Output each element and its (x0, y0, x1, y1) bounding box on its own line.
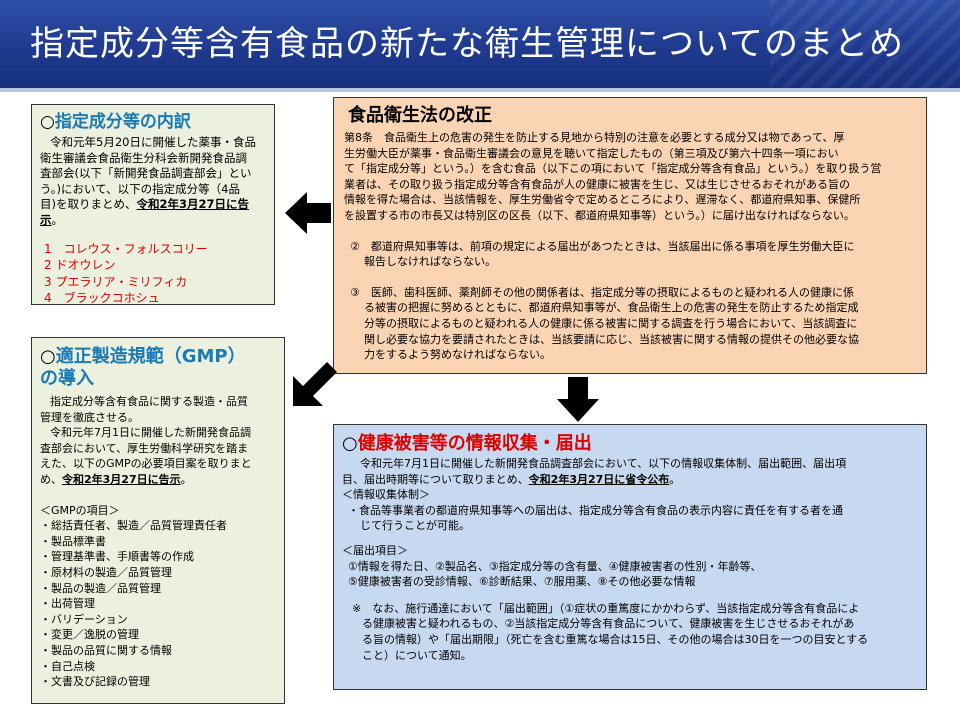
list-item: ・出荷管理 (40, 597, 95, 611)
body-line: 令和元年5月20日に開催した薬事・食品 (50, 135, 256, 149)
food-sanitation-act-heading: 食品衛生法の改正 (348, 105, 492, 126)
designated-ingredients-title: 指定成分等の内訳 (54, 112, 191, 132)
gmp-heading: ○適正製造規範（GMP） (40, 346, 278, 368)
list-item: ・原材料の製造／品質管理 (40, 565, 172, 579)
gmp-items-title: ＜GMPの項目＞ (40, 503, 120, 517)
note-line: る旨の情報）や「届出期限」（死亡を含む重篤な場合は15日、その他の場合は30日を… (362, 632, 869, 646)
arrow-left-icon (285, 192, 331, 234)
health-damage-intro: 令和元年7月1日に開催した新開発食品調査部会において、以下の情報収集体制、届出範… (342, 456, 918, 534)
list-item: ・文書及び記録の管理 (40, 675, 150, 689)
notification-date: 令和2年3月27日に告示 (62, 472, 181, 486)
body-line: 衛生審議会食品衛生分科会新開発食品調 (40, 150, 247, 165)
list-item: ・製品の製造／品質管理 (40, 581, 161, 595)
list-item: 2 ドオウレン (44, 258, 116, 273)
title-bar-pattern (770, 0, 960, 88)
list-item: ・変更／逸脱の管理 (40, 628, 139, 642)
body-line: 査部会(以下「新開発食品調査部会」とい (40, 166, 252, 181)
health-damage-heading: ○健康被害等の情報収集・届出 (342, 433, 918, 455)
article-line: 第8条 食品衛生上の危害の発生を防止する見地から特別の注意を必要とする成分又は物… (344, 131, 845, 144)
note-line: ※ なお、施行通達において「届出範囲」（①症状の重篤度にかかわらず、当該指定成分… (352, 601, 860, 615)
designated-ingredients-heading: ○指定成分等の内訳 (40, 111, 268, 133)
system-title: ＜情報収集体制＞ (342, 488, 430, 502)
designated-ingredients-body: 令和元年5月20日に開催した薬事・食品 衛生審議会食品衛生分科会新開発食品調 査… (40, 135, 268, 229)
gmp-box: ○適正製造規範（GMP） の導入 指定成分等含有食品に関する製造・品質 管理を徹… (31, 337, 285, 704)
list-item: ・総括責任者、製造／品質管理責任者 (40, 519, 227, 533)
list-item: ・自己点検 (40, 659, 95, 673)
body-text: 。 (180, 472, 192, 486)
article-line: を設置する市の市長又は特別区の区長（以下、都道府県知事等）という。）に届け出なけ… (344, 208, 855, 222)
gmp-title-line1: 適正製造規範（GMP） (55, 346, 246, 367)
list-item: ・製品標準書 (40, 534, 106, 548)
page-title: 指定成分等含有食品の新たな衛生管理についてのまとめ (30, 24, 904, 64)
article-line: 報告しなければならない。 (364, 255, 496, 269)
body-line-last: 目、届出時期等について取りまとめ、令和2年3月27日に省令公布。 (342, 472, 918, 488)
body-line-last: 目)を取りまとめ、令和2年3月27日に告示。 (40, 197, 268, 228)
gmp-title-line2: の導入 (40, 368, 94, 389)
list-item: 1 コレウス・フォルスコリー (44, 241, 208, 256)
body-text: 目)を取りまとめ、 (40, 197, 137, 212)
body-line: 指定成分等含有食品に関する製造・品質 (50, 395, 248, 408)
designated-ingredients-list: 1 コレウス・フォルスコリー 2 ドオウレン 3 プエラリア・ミリフィカ 4 ブ… (40, 241, 268, 305)
article-line: ③ 医師、歯科医師、薬剤師その他の関係者は、指定成分等の摂取によるものと疑われる… (350, 285, 854, 299)
body-line: えた、以下のGMPの必要項目案を取りまと (40, 457, 252, 471)
article-8-text: 第8条 食品衛生上の危害の発生を防止する見地から特別の注意を必要とする成分又は物… (344, 130, 918, 224)
list-item: ・製品の品質に関する情報 (40, 643, 172, 657)
bullet-circle: ○ (342, 433, 358, 454)
reporting-items: ＜届出項目＞ ①情報を得た日、②製品名、③指定成分等の含有量、④健康被害者の性別… (342, 543, 918, 590)
bullet-circle: ○ (40, 346, 56, 367)
list-item: ・管理基準書、手順書等の作成 (40, 550, 194, 564)
body-line: じて行うことが可能。 (360, 519, 470, 533)
body-line: 令和元年7月1日に開催した新開発食品調査部会において、以下の情報収集体制、届出範… (360, 457, 847, 470)
body-text: め、 (40, 472, 62, 486)
title-bar-underline (0, 88, 960, 92)
items-title: ＜届出項目＞ (342, 543, 408, 557)
notification-date: 令和2年3月27日に告示 (40, 197, 250, 227)
health-damage-title: 健康被害等の情報収集・届出 (357, 433, 592, 454)
body-line: 管理を徹底させる。 (40, 410, 139, 424)
body-line: ①情報を得た日、②製品名、③指定成分等の含有量、④健康被害者の性別・年齢等、 (348, 559, 762, 573)
designated-ingredients-box: ○指定成分等の内訳 令和元年5月20日に開催した薬事・食品 衛生審議会食品衛生分… (31, 104, 275, 305)
article-line: る被害の把握に努めるとともに、都道府県知事等が、食品衛生上の危害の発生を防止する… (364, 301, 859, 315)
ordinance-date: 令和2年3月27日に省令公布 (528, 472, 670, 486)
body-line-last: め、令和2年3月27日に告示。 (40, 472, 278, 488)
article-line: 分等の摂取によるものと疑われる人の健康に係る被害に関する調査を行う場合において、… (364, 316, 858, 330)
note-line: る健康被害と疑われるもの、②当該指定成分等含有食品について、健康被害を生じさせる… (362, 617, 855, 631)
arrow-down-left-icon (293, 362, 337, 406)
list-item: 3 プエラリア・ミリフィカ (44, 274, 188, 289)
body-line: ⑤健康被害者の受診情報、⑥診断結果、⑦服用薬、⑧その他必要な情報 (348, 575, 696, 589)
gmp-body: 指定成分等含有食品に関する製造・品質 管理を徹底させる。 令和元年7月1日に開催… (40, 394, 278, 488)
body-text: 。 (669, 472, 681, 486)
health-damage-reporting-box: ○健康被害等の情報収集・届出 令和元年7月1日に開催した新開発食品調査部会におい… (333, 424, 927, 690)
notice-note: ※ なお、施行通達において「届出範囲」（①症状の重篤度にかかわらず、当該指定成分… (342, 601, 918, 663)
list-item: ・バリデーション (40, 612, 128, 626)
body-text: 目、届出時期等について取りまとめ、 (342, 472, 529, 486)
article-line: 情報を得た場合は、当該情報を、厚生労働省令で定めるところにより、遅滞なく、都道府… (344, 193, 861, 207)
body-line: 査部会において、厚生労働科学研究を踏ま (40, 441, 249, 455)
paragraph-2-text: ② 都道府県知事等は、前項の規定による届出があつたときは、当該届出に係る事項を厚… (344, 239, 918, 270)
article-line: ② 都道府県知事等は、前項の規定による届出があつたときは、当該届出に係る事項を厚… (350, 239, 855, 253)
body-line: う。)において、以下の指定成分等（4品 (40, 181, 240, 196)
article-line: 業者は、その取り扱う指定成分等含有食品が人の健康に被害を生じ、又は生じさせるおそ… (344, 177, 850, 191)
list-item: 4 ブラックコホシュ (44, 291, 160, 305)
title-bar: 指定成分等含有食品の新たな衛生管理についてのまとめ (0, 0, 960, 88)
body-text: 。 (51, 212, 64, 227)
note-line: こと）について通知。 (362, 648, 472, 662)
article-line: 生労働大臣が薬事・食品衛生審議会の意見を聴いて指定したもの（第三項及び第六十四条… (344, 146, 839, 160)
paragraph-3-text: ③ 医師、歯科医師、薬剤師その他の関係者は、指定成分等の摂取によるものと疑われる… (344, 285, 918, 363)
bullet-circle: ○ (40, 112, 55, 132)
food-sanitation-act-box: 食品衛生法の改正 第8条 食品衛生上の危害の発生を防止する見地から特別の注意を必… (333, 97, 927, 374)
arrow-down-icon (557, 377, 599, 422)
article-line: 力をするよう努めなければならない。 (364, 348, 551, 362)
body-line: ・食品等事業者の都道府県知事等への届出は、指定成分等含有食品の表示内容に責任を有… (348, 503, 843, 517)
article-line: 関し必要な協力を要請されたときは、当該要請に応じ、当該被害に関する情報の提供その… (364, 332, 859, 346)
article-line: て「指定成分等」という。）を含む食品（以下この項において「指定成分等含有食品」と… (344, 162, 882, 176)
gmp-items: ＜GMPの項目＞ ・総括責任者、製造／品質管理責任者 ・製品標準書 ・管理基準書… (40, 503, 278, 690)
body-line: 令和元年7月1日に開催した新開発食品調 (50, 426, 251, 440)
